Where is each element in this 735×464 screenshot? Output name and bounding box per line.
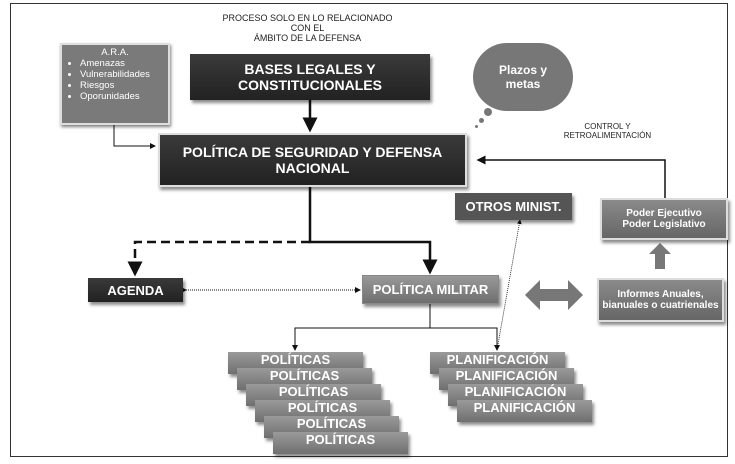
header-line2: ÁMBITO DE LA DEFENSA	[253, 33, 362, 43]
informes-box: Informes Anuales,bianuales o cuatrienale…	[597, 278, 724, 322]
militar-label: POLÍTICA MILITAR	[372, 282, 489, 297]
psdn-line2: NACIONAL	[275, 160, 350, 176]
double-arrow-icon	[525, 280, 583, 310]
arrow-to-planificacion	[430, 327, 500, 351]
otros-minist-box: OTROS MINIST.	[455, 193, 572, 220]
politicas-label: POLÍTICAS	[260, 352, 331, 367]
cloud-dot	[475, 125, 478, 128]
politicas-box: POLÍTICAS	[273, 432, 408, 454]
otros-label: OTROS MINIST.	[465, 199, 562, 214]
up-arrow-icon	[649, 243, 671, 269]
header-line1: PROCESO SOLO EN LO RELACIONADO CON EL	[222, 13, 393, 33]
cloud-line1: Plazos y	[498, 63, 548, 77]
agenda-box: AGENDA	[88, 278, 183, 302]
cloud-dot	[479, 118, 484, 123]
planificacion-label: PLANIFICACIÓN	[464, 384, 567, 399]
politicas-label: POLÍTICAS	[305, 432, 376, 447]
cloud-line2: metas	[505, 77, 541, 91]
politica-militar-box: POLÍTICA MILITAR	[362, 275, 499, 304]
control-line1: CONTROL Y	[584, 122, 631, 131]
arrow-feedback	[476, 155, 666, 198]
ara-box: A.R.A. AmenazasVulnerabilidadesRiesgosOp…	[60, 43, 170, 125]
bases-line1: BASES LEGALES Y	[244, 61, 376, 77]
planificacion-label: PLANIFICACIÓN	[473, 400, 576, 415]
politicas-label: POLÍTICAS	[269, 368, 340, 383]
ara-item: Vulnerabilidades	[80, 69, 162, 80]
informes-line1: Informes Anuales,	[617, 289, 704, 300]
planificacion-label: PLANIFICACIÓN	[455, 368, 558, 383]
politicas-label: POLÍTICAS	[278, 384, 349, 399]
arrow-to-politicas	[292, 327, 430, 351]
planificacion-label: PLANIFICACIÓN	[446, 352, 549, 367]
arrow-psdn-to-militar	[308, 183, 438, 275]
politicas-label: POLÍTICAS	[287, 400, 358, 415]
ara-title: A.R.A.	[101, 47, 129, 58]
arrow-ara-to-psdn	[113, 125, 156, 149]
psdn-line1: POLÍTICA DE SEGURIDAD Y DEFENSA	[182, 144, 443, 160]
planificacion-box: PLANIFICACIÓN	[457, 400, 592, 422]
politicas-label: POLÍTICAS	[296, 416, 367, 431]
arrow-otros-planificacion	[496, 219, 522, 351]
poder-line2: Poder Legislativo	[622, 219, 706, 230]
bases-line2: CONSTITUCIONALES	[238, 77, 382, 93]
ara-item: Oporunidades	[80, 91, 162, 102]
arrow-psdn-to-agenda	[127, 240, 310, 277]
control-line2: RETROALIMENTACIÓN	[563, 131, 652, 140]
poder-line1: Poder Ejecutivo	[626, 208, 702, 219]
cloud-dot	[484, 108, 492, 116]
informes-line2: bianuales o cuatrienales	[602, 300, 719, 311]
ara-item: Amenazas	[80, 58, 162, 69]
ara-item: Riesgos	[80, 80, 162, 91]
agenda-label: AGENDA	[107, 282, 164, 298]
